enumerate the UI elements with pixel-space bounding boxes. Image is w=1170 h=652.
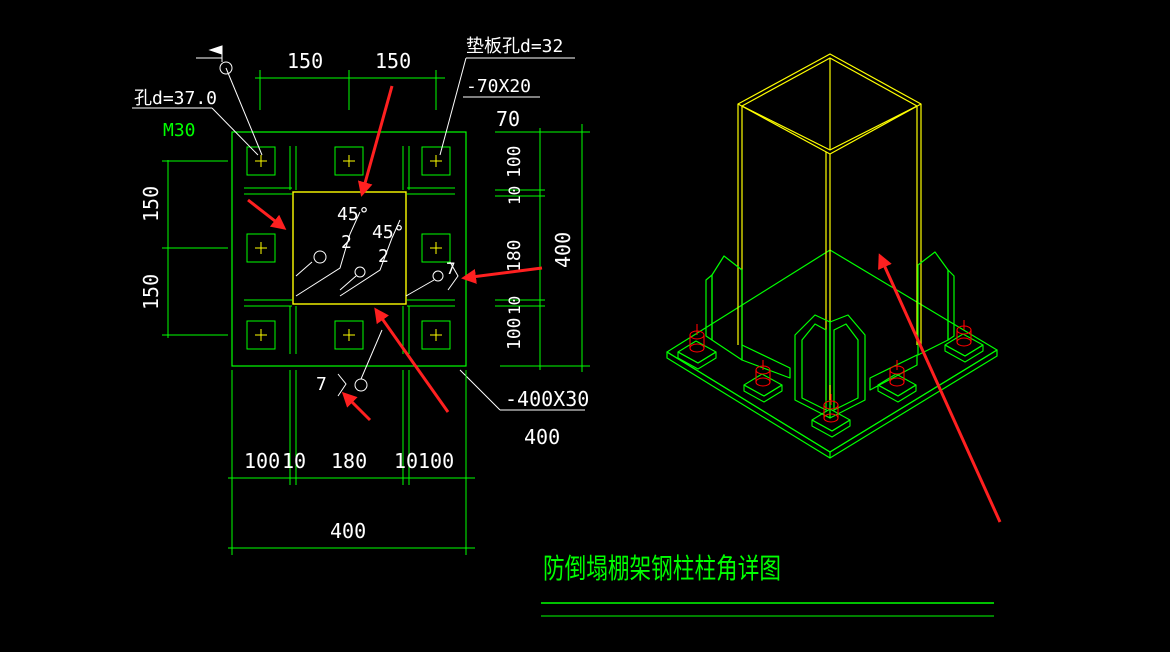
dim-right-10a: 10 [505,186,524,205]
bolt-holes [255,155,442,341]
bolt-icon [689,324,705,353]
arrow-to-bottom-weld [374,307,450,413]
iso-bolts [689,320,972,423]
leaders [132,57,585,411]
arrow-to-fillet [341,391,372,422]
washer-plates [246,146,451,350]
flag-icon [196,45,233,75]
drawing-title: 防倒塌棚架钢柱柱角详图 [543,552,781,585]
dim-left-1: 150 [139,186,163,222]
fillet-size-right: 7 [446,259,456,278]
arrow-to-column [878,253,1002,523]
dimension-lines [162,70,590,555]
hole-label: 孔d=37.0 [134,88,217,109]
dim-top-1: 150 [287,49,323,73]
bolt-icon [755,360,771,387]
weld-size-1: 2 [341,232,352,253]
bolt-label: M30 [163,120,196,141]
dim-right-100b: 100 [504,317,525,350]
dim-bottom-3: 180 [331,449,367,473]
bolt-icon [823,394,839,423]
base-plate-label: -400X30 [505,387,589,411]
dim-bottom-2: 10 [282,449,306,473]
stiffeners [244,146,455,354]
arrow-to-left-weld [247,198,287,230]
column-section [292,191,407,305]
washer-plate-label: -70X20 [466,76,531,97]
plan-view: 150 150 孔d=37.0 M30 垫板孔d=32 -70X20 70 15… [132,36,590,555]
weld-symbol-icon [295,211,459,397]
bolt-icon [956,320,972,347]
dim-right-180: 180 [504,239,525,272]
arrow-to-top-weld [357,85,394,197]
dim-left-2: 150 [139,274,163,310]
washer-hole-label: 垫板孔d=32 [466,36,563,57]
dim-top-2: 150 [375,49,411,73]
iso-washers [677,333,984,438]
isometric-view [666,53,998,459]
weld-size-2: 2 [378,246,389,267]
annotation-arrows [247,85,1002,523]
dim-bottom-1: 100 [244,449,280,473]
base-plate-outline [231,131,467,367]
base-plate-width: 400 [524,425,560,449]
dim-bottom-4: 10 [394,449,418,473]
dim-right-10b: 10 [505,296,524,315]
dim-right-total: 400 [551,232,575,268]
dim-bottom-total: 400 [330,519,366,543]
iso-base-plate [666,249,998,459]
fillet-size-bottom: 7 [316,374,327,395]
plan-labels: 150 150 孔d=37.0 M30 垫板孔d=32 -70X20 70 15… [134,36,589,543]
weld-angle-2: 45° [372,222,405,243]
weld-angle-1: 45° [337,204,370,225]
dim-bottom-5: 100 [418,449,454,473]
dim-right-70: 70 [496,107,520,131]
arrow-to-right-weld [461,266,543,284]
dim-right-100a: 100 [504,145,525,178]
bolt-icon [889,360,905,387]
